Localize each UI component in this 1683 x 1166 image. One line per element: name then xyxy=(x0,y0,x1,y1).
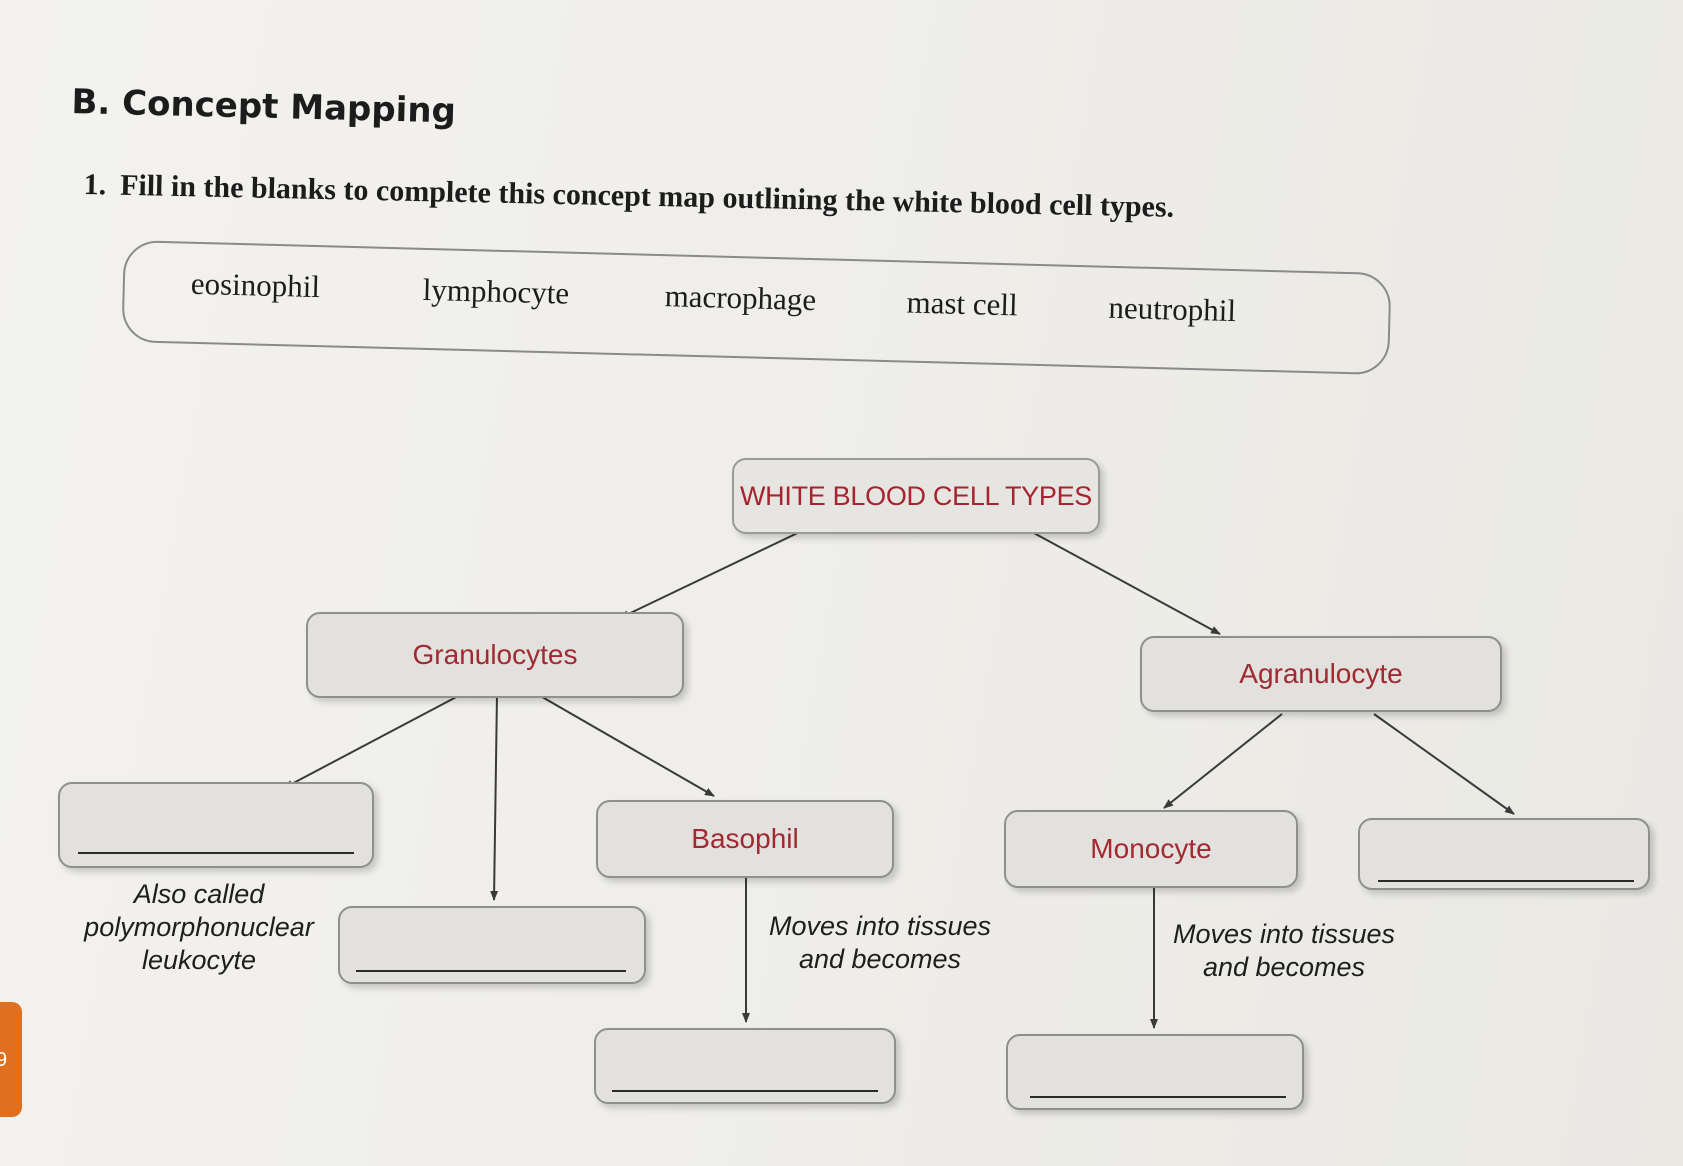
answer-line xyxy=(356,970,626,972)
basophil-box: Basophil xyxy=(596,800,894,878)
root-box: WHITE BLOOD CELL TYPES xyxy=(732,458,1100,534)
arrow-granulocytes-basophil xyxy=(536,693,715,797)
answer-line xyxy=(1378,880,1634,882)
blank-box-monocyte[interactable] xyxy=(1006,1034,1304,1110)
monocyte-label: Monocyte xyxy=(1090,833,1212,864)
answer-line xyxy=(1030,1096,1286,1098)
agranulocyte-box: Agranulocyte xyxy=(1140,636,1502,712)
note-polymorphonuclear: Also called polymorphonuclear leukocyte xyxy=(84,879,314,975)
arrow-agranulocyte-monocyte xyxy=(1163,713,1283,809)
answer-line xyxy=(78,852,354,854)
blank-box-basophil[interactable] xyxy=(594,1028,896,1104)
granulocytes-box: Granulocytes xyxy=(306,612,684,698)
basophil-label: Basophil xyxy=(691,823,799,854)
page-edge-tab xyxy=(0,1002,22,1117)
monocyte-box: Monocyte xyxy=(1004,810,1298,888)
blank-box-granulocyte[interactable] xyxy=(338,906,646,984)
arrow-granulocytes-blank1 xyxy=(283,693,463,789)
arrow-root-agranulocyte xyxy=(1031,531,1221,635)
arrow-root-granulocytes xyxy=(619,527,809,619)
blank-box-polymorphonuclear[interactable] xyxy=(58,782,374,868)
arrow-granulocytes-blank2 xyxy=(490,693,499,901)
root-label: WHITE BLOOD CELL TYPES xyxy=(740,480,1092,511)
agranulocyte-label: Agranulocyte xyxy=(1239,658,1403,689)
arrow-agranulocyte-blank3 xyxy=(1373,713,1515,815)
note-monocyte-tissues: Moves into tissues and becomes xyxy=(1172,919,1396,982)
granulocytes-label: Granulocytes xyxy=(412,639,578,670)
blank-box-agranulocyte[interactable] xyxy=(1358,818,1650,890)
answer-line xyxy=(612,1090,878,1092)
page-edge-tab-number: 9 xyxy=(0,1049,8,1071)
note-basophil-tissues: Moves into tissues and becomes xyxy=(768,911,992,974)
